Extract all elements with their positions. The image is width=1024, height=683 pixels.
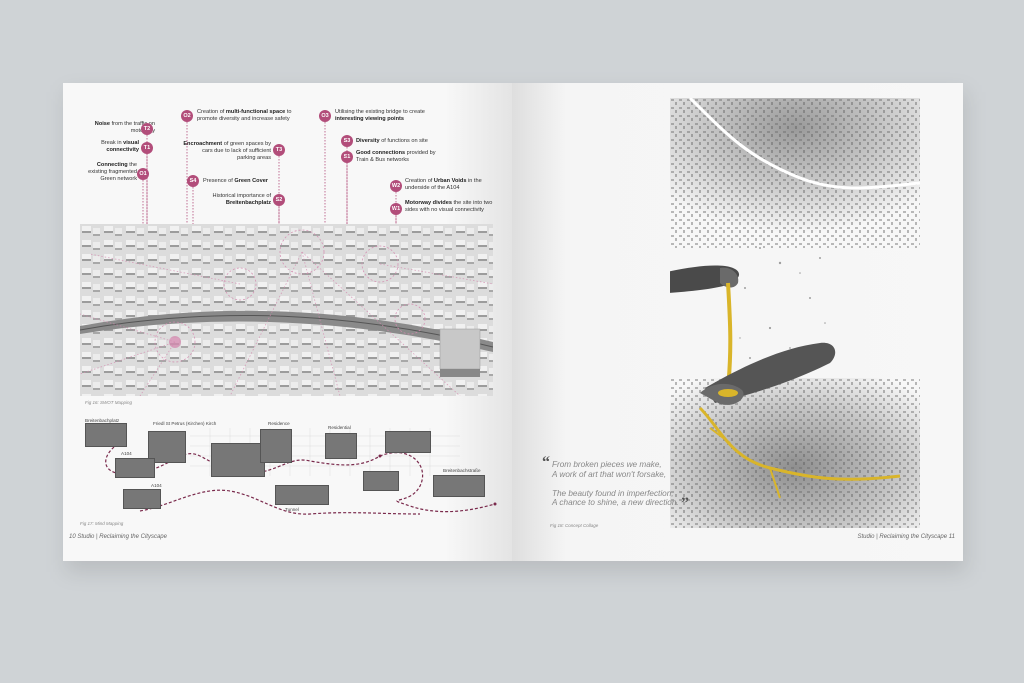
label-w1: Motorway divides the site into two sides… <box>405 200 493 213</box>
label-t1: Break in visual connectivity <box>101 140 139 153</box>
label-o3: Utilising the existing bridge to create … <box>335 109 425 122</box>
photo-breitenbachstr <box>433 475 485 497</box>
fig16-caption: Fig 16: SWOT Mapping <box>85 400 133 405</box>
label-s4: Presence of Green Cover <box>203 178 268 184</box>
mind-label-breitenbachplatz: Breitenbachplatz <box>85 418 120 423</box>
mind-label-a104-bottom: A104 <box>151 483 162 488</box>
badge-s4: S4 <box>187 175 199 187</box>
photo-residential-2 <box>385 431 431 453</box>
label-o2: Creation of multi-functional space to pr… <box>197 109 292 122</box>
left-footer: 10 Studio | Reclaiming the Cityscape <box>69 534 167 540</box>
badge-t3: T3 <box>273 144 285 156</box>
poem-quote: From broken pieces we make, A work of ar… <box>552 460 679 508</box>
mind-label-residence: Residence <box>268 421 290 426</box>
close-quote-icon: ” <box>681 495 689 512</box>
left-page-number: 10 <box>69 534 76 540</box>
label-w2: Creation of Urban Voids in the underside… <box>405 178 482 191</box>
right-page-number: 11 <box>948 534 955 540</box>
concept-collage <box>670 98 920 528</box>
badge-s2: S2 <box>273 194 285 206</box>
quote-line-3 <box>552 479 679 489</box>
badge-o1: O1 <box>137 168 149 180</box>
label-t3: Encroachment of green spaces by cars due… <box>183 141 271 161</box>
quote-line-2: A work of art that won't forsake, <box>552 469 667 479</box>
badge-w2: W2 <box>390 180 402 192</box>
label-s3: Diversity of functions on site <box>356 138 428 144</box>
mind-label-tunnel: Tunnel <box>285 507 299 512</box>
photo-residential <box>325 433 357 459</box>
left-page: Noise from the traffic on motorway T2 Br… <box>63 83 512 561</box>
badge-w1: W1 <box>390 203 402 215</box>
fig18-caption: Fig 18: Concept Collage <box>550 523 599 528</box>
right-footer-title: Studio | Reclaiming the Cityscape <box>857 534 948 540</box>
photo-church <box>148 431 186 463</box>
label-o1: Connecting the existing fragmented Green… <box>88 162 137 182</box>
photo-tunnel <box>275 485 329 505</box>
fig17-caption: Fig 17: Mind Mapping <box>80 521 124 526</box>
photo-a104-bottom <box>123 489 161 509</box>
photo-breitenbachplatz <box>85 423 127 447</box>
mind-label-residential: Residential <box>328 425 351 430</box>
right-page: “ From broken pieces we make, A work of … <box>512 83 963 561</box>
badge-s3: S3 <box>341 135 353 147</box>
left-footer-title: Studio | Reclaiming the Cityscape <box>77 534 167 540</box>
photo-residence <box>260 429 292 463</box>
mind-label-a104-top: A104 <box>121 451 132 456</box>
quote-line-5: A chance to shine, a new direction. <box>552 498 679 507</box>
mind-label-breitenbachstr: Breitenbachstraße <box>443 468 481 473</box>
badge-o2: O2 <box>181 110 193 122</box>
mind-label-church: Friedl St Petrus (Kirchen) Kirch <box>153 421 217 426</box>
quote-line-4: The beauty found in imperfection, <box>552 488 674 498</box>
badge-o3: O3 <box>319 110 331 122</box>
swot-3d-map <box>80 224 493 396</box>
quote-line-1: From broken pieces we make, <box>552 460 662 469</box>
photo-street <box>363 471 399 491</box>
photo-a104-top <box>115 458 155 478</box>
right-footer: Studio | Reclaiming the Cityscape 11 <box>857 534 955 540</box>
label-s1: Good connections provided by Train & Bus… <box>356 150 436 163</box>
label-s2: Historical importance of Breitenbachplat… <box>212 193 271 206</box>
badge-t2: T2 <box>141 123 153 135</box>
photo-bridge <box>211 443 265 477</box>
open-quote-icon: “ <box>542 454 550 471</box>
